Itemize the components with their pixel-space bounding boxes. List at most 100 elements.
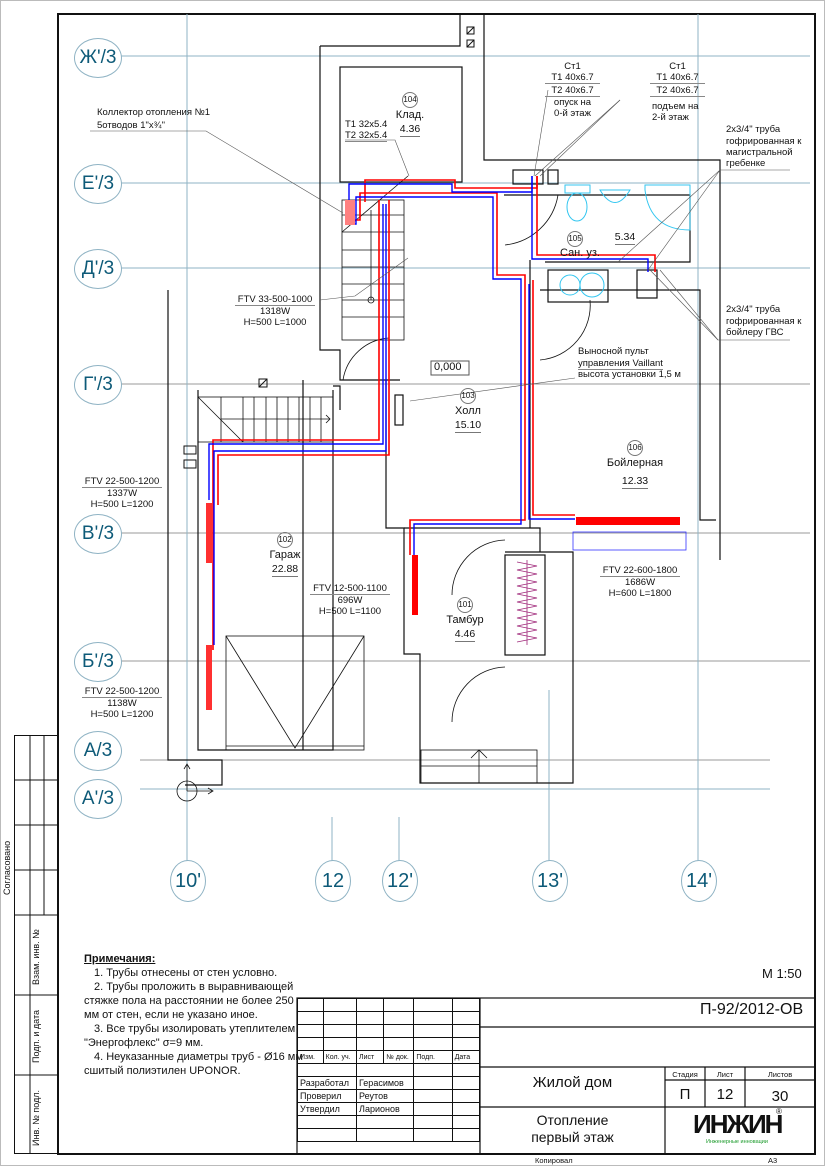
sheets-value: 30: [771, 1088, 789, 1105]
radiator-dims: H=500 L=1100: [318, 606, 382, 617]
axis-12p: 12': [382, 860, 418, 902]
rev-header-date: Дата: [451, 1050, 481, 1064]
note-1: 1. Трубы отнесены от стен условно.: [94, 967, 278, 979]
stair-lower: [197, 396, 334, 443]
heater-hatch: [516, 560, 538, 645]
leader-lines: [90, 89, 790, 402]
radiator-3-label: FTV 12-500-1100 696W H=500 L=1100: [310, 583, 390, 617]
sheet-title-line-1: Отопление: [536, 1112, 609, 1128]
logo-text: ИНЖИН: [693, 1109, 783, 1139]
st1-up-t1: Т1 40х6.7: [650, 72, 705, 84]
st1-up-t2: Т2 40х6.7: [650, 85, 705, 97]
radiator-5-label: FTV 22-500-1200 1138W H=500 L=1200: [82, 686, 162, 720]
radiator-power: 1138W: [107, 698, 137, 709]
pipe-104-t2: Т2 32х5.4: [345, 130, 388, 142]
collector-label-1: Коллектор отопления №1: [97, 107, 211, 118]
rev-header-kol: Кол. уч.: [322, 1050, 358, 1064]
radiator-1-label: FTV 33-500-1000 1318W H=500 L=1000: [235, 294, 315, 328]
elevation-mark: 0,000: [434, 361, 462, 373]
radiator-boiler-room: [576, 517, 680, 525]
person-name: Ларионов: [356, 1102, 415, 1116]
radiator-garage-2: [206, 645, 212, 710]
room-105-number: 105: [565, 231, 585, 247]
radiator-marks: [206, 200, 687, 710]
person-role: Утвердил: [296, 1102, 358, 1116]
notes-block: Примечания: 1. Трубы отнесены от стен ус…: [84, 952, 304, 1078]
room-name: Холл: [455, 405, 481, 417]
room-name: Бойлерная: [606, 457, 664, 469]
room-105-area: 5.34: [610, 230, 640, 245]
format-label: А3: [768, 1156, 778, 1165]
copied-label: Копировал: [535, 1156, 573, 1165]
room-number: 104: [402, 92, 418, 108]
collector-manifold: [345, 200, 355, 225]
radiator-model: FTV 12-500-1100: [310, 583, 390, 595]
person-role: Разработал: [296, 1076, 358, 1090]
pipe-104-t1: Т1 32х5.4: [345, 119, 388, 130]
walls: [167, 14, 721, 786]
object-name: Жилой дом: [532, 1074, 613, 1091]
axis-v: В'/3: [74, 514, 122, 554]
entrance-step: [420, 749, 538, 784]
room-number: 103: [460, 388, 476, 404]
axis-13p: 13': [532, 860, 568, 902]
st1-up-note1: подъем на: [652, 101, 699, 112]
st1-up-note2: 2-й этаж: [652, 112, 689, 123]
radiator-garage-1: [206, 503, 212, 563]
collector-label-2: 5отводов 1"х¾": [97, 120, 165, 131]
radiator-power: 696W: [337, 595, 363, 606]
note-3: 3. Все трубы изолировать утеплителем "Эн…: [84, 1023, 296, 1049]
st1-down-t2: Т2 40х6.7: [545, 85, 600, 97]
grid-lines: [120, 14, 810, 862]
room-number: 106: [627, 440, 643, 456]
axis-a-prime: А'/3: [74, 779, 122, 819]
door-swings: [342, 194, 591, 723]
person-row: Утвердил Ларионов: [296, 1102, 481, 1116]
radiator-ftv-22-600: [572, 531, 687, 551]
room-area: 4.46: [454, 628, 476, 642]
corrugated-boiler-2: гофрированная к: [726, 316, 802, 327]
rev-header-sign: Подп.: [413, 1050, 453, 1064]
sheet-value: 12: [716, 1086, 734, 1103]
radiator-power: 1318W: [259, 306, 291, 317]
vent-grilles: [183, 26, 475, 469]
notes-title: Примечания:: [84, 953, 156, 965]
room-name: Клад.: [395, 109, 425, 121]
registered-mark-icon: ®: [776, 1107, 782, 1116]
radiator-dims: H=500 L=1200: [90, 709, 154, 720]
room-106: 106 Бойлерная 12.33: [600, 440, 670, 489]
radiator-dims: H=500 L=1200: [90, 499, 154, 510]
room-number: 102: [277, 532, 293, 548]
radiator-model: FTV 22-500-1200: [82, 686, 162, 698]
room-area: 5.34: [614, 231, 636, 245]
vaillant-label-1: Выносной пульт: [578, 346, 649, 357]
axis-e: Е'/3: [74, 164, 122, 204]
sheet-title: Отопление первый этаж: [480, 1112, 665, 1146]
axis-b: Б'/3: [74, 642, 122, 682]
axis-a: А/3: [74, 731, 122, 771]
garage-door: [225, 635, 365, 751]
radiator-2-label: FTV 22-500-1200 1337W H=500 L=1200: [82, 476, 162, 510]
note-2: 2. Трубы проложить в выравнивающей стяжк…: [84, 981, 294, 1021]
logo-subtitle: Инженерные инновации: [706, 1139, 768, 1145]
room-area: 15.10: [454, 419, 482, 433]
room-101: 101 Тамбур 4.46: [435, 597, 495, 642]
st1-up-title: Ст1: [669, 61, 686, 72]
rev-header-doc: № док.: [383, 1050, 415, 1064]
room-102: 102 Гараж 22.88: [255, 532, 315, 577]
axis-d: Д'/3: [74, 249, 122, 289]
agreed-label: Согласовано: [2, 840, 12, 895]
company-logo: ИНЖИН Инженерные инновации: [693, 1109, 783, 1148]
person-row: Разработал Герасимов: [296, 1076, 481, 1090]
room-area: 4.36: [399, 123, 421, 137]
person-name: Реутов: [356, 1089, 415, 1103]
stage-label: Стадия: [672, 1070, 698, 1079]
room-area: 12.33: [621, 475, 649, 489]
corrugated-main-4: гребенке: [726, 158, 766, 169]
axis-14p: 14': [681, 860, 717, 902]
revision-table: Изм. Кол. уч. Лист № док. Подп. Дата Раз…: [296, 998, 481, 1142]
axis-12: 12: [315, 860, 351, 902]
corrugated-main-3: магистральной: [726, 147, 793, 158]
